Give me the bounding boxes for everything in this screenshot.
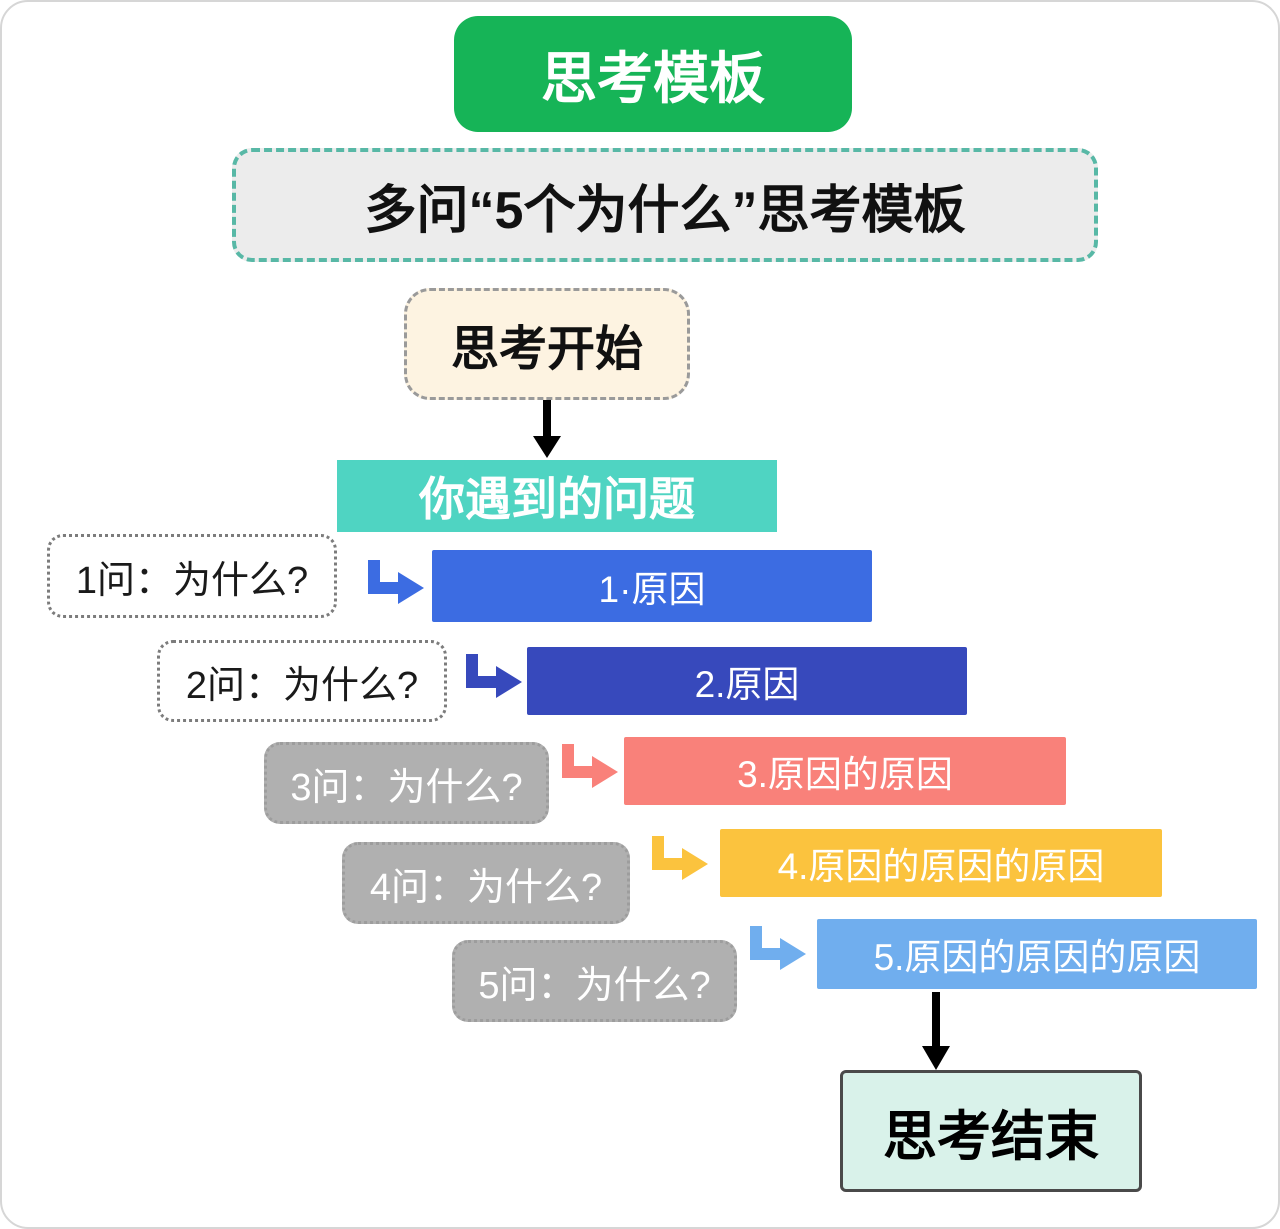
elbow-arrow-icon xyxy=(648,834,710,880)
title-badge: 思考模板 xyxy=(454,16,852,132)
elbow-arrow-icon xyxy=(462,652,524,698)
elbow-arrow-icon xyxy=(364,558,426,604)
answer-bar-4: 4.原因的原因的原因 xyxy=(720,829,1162,897)
elbow-arrow-icon xyxy=(558,742,620,788)
end-node: 思考结束 xyxy=(840,1070,1142,1192)
answer-bar-1: 1·原因 xyxy=(432,550,872,622)
question-box-1: 1问：为什么? xyxy=(47,534,337,618)
start-node: 思考开始 xyxy=(404,288,690,400)
answer-bar-5: 5.原因的原因的原因 xyxy=(817,919,1257,989)
answer-bar-3: 3.原因的原因 xyxy=(624,737,1066,805)
subtitle-box: 多问“5个为什么”思考模板 xyxy=(232,148,1098,262)
question-box-3: 3问：为什么? xyxy=(264,742,549,824)
problem-bar: 你遇到的问题 xyxy=(337,460,777,532)
elbow-arrow-icon xyxy=(746,924,808,970)
down-arrow-icon xyxy=(529,400,565,463)
question-box-2: 2问：为什么? xyxy=(157,640,447,722)
question-box-4: 4问：为什么? xyxy=(342,842,630,924)
down-arrow-icon xyxy=(918,992,954,1075)
answer-bar-2: 2.原因 xyxy=(527,647,967,715)
question-box-5: 5问：为什么? xyxy=(452,940,737,1022)
